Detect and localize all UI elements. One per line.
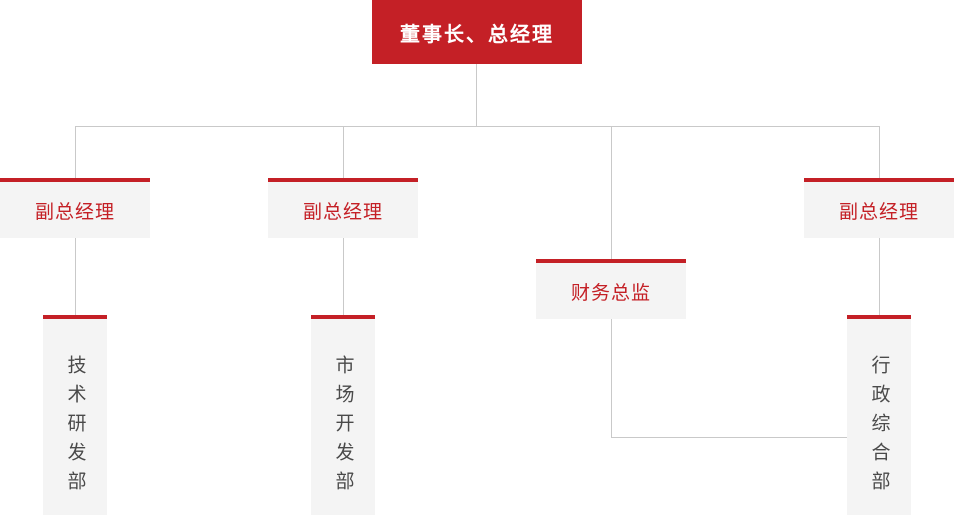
connector-elbow-vertical-to-dept-admin — [611, 319, 612, 437]
node-department-rnd[interactable]: 技术研发部 — [43, 315, 107, 515]
node-deputy-general-manager-3[interactable]: 副总经理 — [804, 178, 954, 238]
node-deputy-general-manager-2[interactable]: 副总经理 — [268, 178, 418, 238]
node-department-admin[interactable]: 行政综合部 — [847, 315, 911, 515]
connector-root-stem — [476, 64, 477, 126]
node-department-admin-label: 行政综合部 — [868, 355, 890, 500]
connector-deputy-1-to-dept-rnd — [75, 238, 76, 316]
connector-drop-deputy-3 — [879, 126, 880, 179]
connector-elbow-horizontal-to-dept-admin — [611, 437, 847, 438]
connector-drop-deputy-2 — [343, 126, 344, 179]
node-chairman-general-manager[interactable]: 董事长、总经理 — [372, 0, 582, 64]
node-finance-director[interactable]: 财务总监 — [536, 259, 686, 319]
connector-deputy-3-to-dept-admin — [879, 238, 880, 316]
connector-drop-deputy-1 — [75, 126, 76, 179]
node-deputy-general-manager-1[interactable]: 副总经理 — [0, 178, 150, 238]
connector-drop-finance-director — [611, 126, 612, 259]
node-department-rnd-label: 技术研发部 — [64, 355, 86, 500]
connector-deputy-2-to-dept-market — [343, 238, 344, 316]
node-department-market[interactable]: 市场开发部 — [311, 315, 375, 515]
connector-level2-bus — [75, 126, 880, 127]
node-department-market-label: 市场开发部 — [332, 355, 354, 500]
